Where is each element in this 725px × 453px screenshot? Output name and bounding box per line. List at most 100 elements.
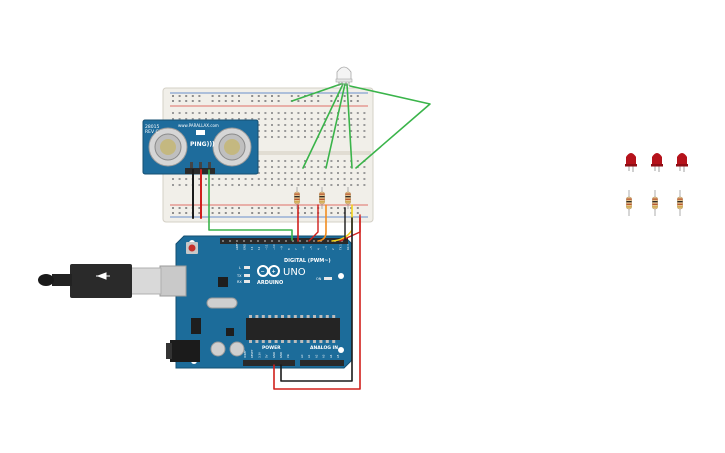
breadboard-hole[interactable] [330, 124, 333, 126]
breadboard-hole[interactable] [343, 124, 346, 126]
breadboard-hole[interactable] [277, 172, 280, 174]
breadboard-hole[interactable] [330, 100, 333, 102]
breadboard-hole[interactable] [284, 160, 287, 162]
breadboard-hole[interactable] [356, 130, 359, 132]
breadboard-hole[interactable] [363, 166, 366, 168]
breadboard-hole[interactable] [356, 95, 359, 97]
breadboard-hole[interactable] [350, 124, 353, 126]
breadboard-hole[interactable] [271, 178, 273, 180]
breadboard-hole[interactable] [178, 118, 181, 120]
breadboard-hole[interactable] [198, 178, 201, 180]
breadboard-hole[interactable] [257, 95, 260, 97]
breadboard-hole[interactable] [257, 124, 260, 126]
breadboard-hole[interactable] [277, 212, 280, 214]
breadboard-hole[interactable] [257, 100, 260, 102]
wires[interactable] [192, 83, 431, 390]
wire-green-led-2[interactable] [325, 83, 346, 169]
breadboard-hole[interactable] [224, 184, 227, 186]
breadboard-hole[interactable] [337, 118, 339, 120]
breadboard-hole[interactable] [356, 184, 359, 186]
breadboard-hole[interactable] [337, 136, 339, 138]
breadboard-hole[interactable] [264, 124, 267, 126]
breadboard-hole[interactable] [172, 212, 174, 214]
breadboard-hole[interactable] [277, 160, 280, 162]
breadboard-hole[interactable] [304, 212, 306, 214]
breadboard-hole[interactable] [264, 172, 267, 174]
breadboard-hole[interactable] [178, 212, 181, 214]
breadboard-hole[interactable] [323, 166, 326, 168]
breadboard-hole[interactable] [290, 136, 293, 138]
breadboard-hole[interactable] [343, 95, 346, 97]
breadboard-hole[interactable] [257, 172, 260, 174]
breadboard-hole[interactable] [178, 95, 181, 97]
breadboard-hole[interactable] [343, 130, 346, 132]
breadboard-hole[interactable] [356, 124, 359, 126]
breadboard-hole[interactable] [290, 130, 293, 132]
breadboard-hole[interactable] [343, 172, 346, 174]
breadboard-hole[interactable] [251, 184, 254, 186]
resistor[interactable] [319, 187, 325, 209]
breadboard-hole[interactable] [185, 112, 188, 114]
breadboard-hole[interactable] [363, 112, 366, 114]
wire-green-led-1[interactable] [302, 83, 344, 169]
breadboard-hole[interactable] [224, 207, 227, 209]
breadboard-hole[interactable] [363, 118, 366, 120]
breadboard-hole[interactable] [304, 184, 306, 186]
breadboard-hole[interactable] [323, 130, 326, 132]
breadboard-hole[interactable] [277, 124, 280, 126]
breadboard-hole[interactable] [211, 95, 214, 97]
breadboard-hole[interactable] [264, 160, 267, 162]
breadboard-hole[interactable] [218, 178, 221, 180]
breadboard-hole[interactable] [343, 112, 346, 114]
breadboard-hole[interactable] [290, 118, 293, 120]
breadboard-hole[interactable] [310, 130, 313, 132]
breadboard-hole[interactable] [205, 178, 207, 180]
breadboard-hole[interactable] [304, 118, 306, 120]
breadboard-hole[interactable] [172, 100, 174, 102]
breadboard-hole[interactable] [178, 207, 181, 209]
breadboard-hole[interactable] [277, 178, 280, 180]
breadboard-hole[interactable] [191, 118, 194, 120]
breadboard-hole[interactable] [323, 184, 326, 186]
breadboard-hole[interactable] [343, 166, 346, 168]
breadboard-hole[interactable] [257, 130, 260, 132]
breadboard-hole[interactable] [191, 95, 194, 97]
breadboard-hole[interactable] [238, 212, 240, 214]
breadboard-hole[interactable] [304, 178, 306, 180]
breadboard-hole[interactable] [264, 112, 267, 114]
breadboard-hole[interactable] [297, 100, 300, 102]
breadboard-hole[interactable] [238, 178, 240, 180]
breadboard-hole[interactable] [363, 178, 366, 180]
breadboard-hole[interactable] [290, 207, 293, 209]
breadboard-hole[interactable] [271, 166, 273, 168]
breadboard-hole[interactable] [211, 118, 214, 120]
breadboard-hole[interactable] [244, 178, 247, 180]
breadboard-hole[interactable] [264, 207, 267, 209]
breadboard-hole[interactable] [297, 160, 300, 162]
breadboard-hole[interactable] [363, 172, 366, 174]
breadboard-hole[interactable] [251, 178, 254, 180]
breadboard-hole[interactable] [277, 136, 280, 138]
breadboard-hole[interactable] [310, 178, 313, 180]
breadboard-hole[interactable] [356, 160, 359, 162]
breadboard-hole[interactable] [172, 178, 174, 180]
breadboard-hole[interactable] [231, 100, 234, 102]
breadboard-hole[interactable] [330, 130, 333, 132]
breadboard-hole[interactable] [290, 112, 293, 114]
breadboard-hole[interactable] [284, 124, 287, 126]
breadboard-hole[interactable] [284, 166, 287, 168]
breadboard-hole[interactable] [284, 136, 287, 138]
breadboard-hole[interactable] [271, 95, 273, 97]
breadboard-hole[interactable] [198, 100, 201, 102]
breadboard-hole[interactable] [304, 166, 306, 168]
breadboard-hole[interactable] [271, 112, 273, 114]
breadboard-hole[interactable] [323, 136, 326, 138]
breadboard-hole[interactable] [343, 136, 346, 138]
breadboard-hole[interactable] [337, 172, 339, 174]
red-led[interactable] [625, 153, 637, 172]
breadboard-hole[interactable] [290, 95, 293, 97]
breadboard-hole[interactable] [290, 172, 293, 174]
breadboard-hole[interactable] [363, 124, 366, 126]
breadboard-hole[interactable] [218, 100, 221, 102]
